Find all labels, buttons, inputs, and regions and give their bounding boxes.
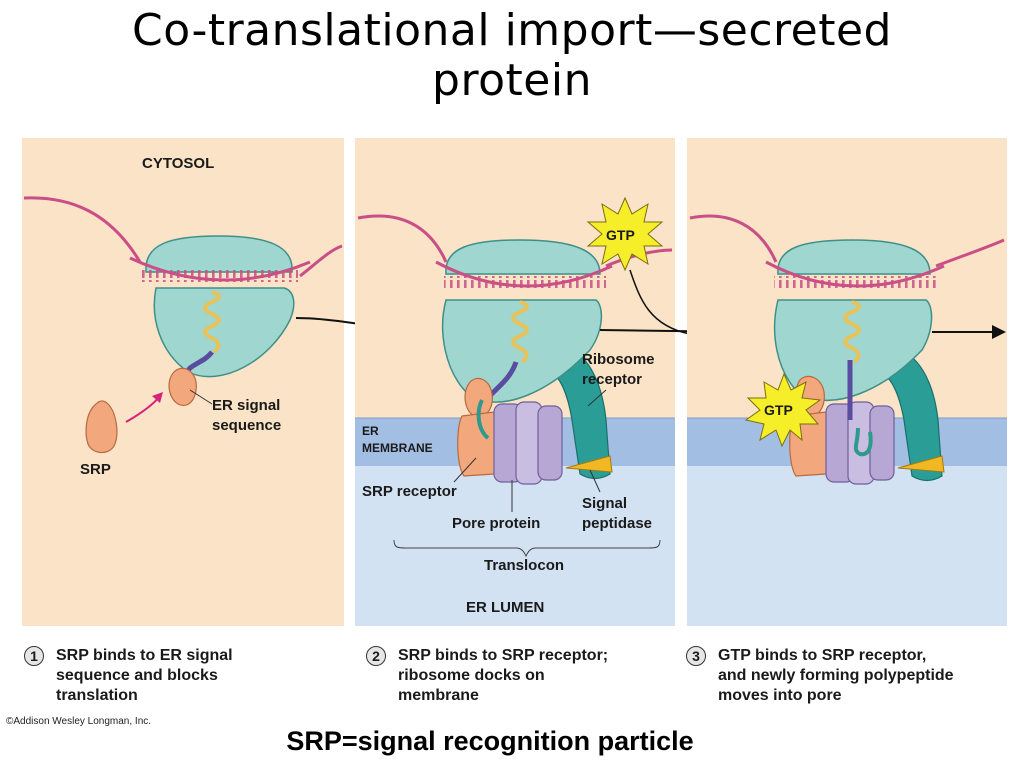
caption-1-line-3: translation	[56, 687, 138, 704]
signal-peptidase-label-2: peptidase	[582, 515, 652, 532]
step-number-3: 3	[686, 646, 706, 666]
caption-1-line-2: sequence and blocks	[56, 667, 218, 684]
er-signal-label-2: sequence	[212, 417, 281, 434]
mrna-codons-1	[138, 270, 298, 282]
signal-peptidase-label-1: Signal	[582, 495, 627, 512]
er-lumen-label: ER LUMEN	[466, 599, 544, 616]
pore-protein-label: Pore protein	[452, 515, 540, 532]
cytosol-label: CYTOSOL	[142, 155, 214, 172]
step-number-1: 1	[24, 646, 44, 666]
signal-peptidase-pointer	[589, 469, 601, 493]
er-membrane-label-2: MEMBRANE	[362, 441, 433, 455]
mrna-strand-2	[357, 214, 448, 263]
caption-3-line-1: GTP binds to SRP receptor,	[718, 647, 927, 664]
panel-3: GTP	[687, 138, 1007, 626]
panel-3-lumen	[687, 466, 1007, 626]
ribosome-receptor-2	[551, 349, 611, 480]
caption-1-line-1: SRP binds to ER signal	[56, 647, 233, 664]
panel-1: CYTOSOL SRP ER signal sequence	[22, 138, 418, 626]
srp-free	[85, 400, 118, 454]
ribosome-receptor-3	[883, 351, 943, 482]
caption-2-line-2: ribosome docks on	[398, 667, 545, 684]
polypeptide-2	[511, 300, 529, 364]
srp-receptor-pointer	[453, 457, 477, 483]
step-arrow-3-head	[992, 325, 1006, 339]
slide-title: Co-translational import—secreted protein	[0, 6, 1024, 106]
er-membrane-label-1: ER	[362, 424, 379, 438]
signal-hook-2	[476, 399, 490, 440]
title-line-2: protein	[432, 55, 592, 106]
srp-label: SRP	[80, 461, 111, 478]
gtp-bound-label-3: GTP	[764, 402, 793, 418]
mrna-strand-1b	[299, 244, 343, 278]
caption-3-line-3: moves into pore	[718, 687, 842, 704]
srp-receptor-label: SRP receptor	[362, 483, 457, 500]
step-number-2: 2	[366, 646, 386, 666]
er-signal-pointer	[189, 389, 213, 405]
ribosome-receptor-label-2: receptor	[582, 371, 642, 388]
er-signal-label-1: ER signal	[212, 397, 280, 414]
caption-3-line-2: and newly forming polypeptide	[718, 667, 954, 684]
binding-arrow-head	[152, 392, 163, 403]
ribosome-1	[145, 235, 295, 378]
ribosome-receptor-pointer	[587, 389, 607, 407]
translocon-bracket	[393, 539, 661, 558]
translocon-label: Translocon	[484, 557, 564, 574]
mrna-codons-3	[774, 276, 936, 288]
copyright-credit: ©Addison Wesley Longman, Inc.	[6, 716, 152, 727]
mrna-strand-3b	[935, 238, 1005, 268]
polypeptide-1	[203, 290, 221, 354]
panel-2-lumen	[355, 466, 675, 626]
signal-peptidase-3	[897, 455, 945, 473]
title-line-1: Co-translational import—secreted	[131, 5, 892, 56]
signal-hook-3	[853, 427, 873, 457]
gtp-starburst-3: GTP	[744, 372, 822, 448]
gtp-label-2: GTP	[606, 227, 635, 243]
polypeptide-3	[843, 300, 861, 364]
mrna-strand-3	[689, 214, 778, 263]
caption-2-line-3: membrane	[398, 687, 479, 704]
ribosome-receptor-label-1: Ribosome	[582, 351, 655, 368]
mrna-codons-2	[444, 276, 606, 288]
pore-protein-3	[825, 401, 895, 485]
caption-2-line-1: SRP binds to SRP receptor;	[398, 647, 609, 664]
srp-definition: SRP=signal recognition particle	[286, 726, 694, 756]
panel-2: GTP Ribosome receptor ER MEMBRANE SRP re…	[355, 138, 756, 626]
mrna-strand-1	[23, 196, 142, 263]
pore-protein-2	[493, 401, 563, 485]
gtp-starburst-2: GTP	[586, 196, 664, 272]
signal-peptidase-2	[565, 455, 613, 473]
srp-2	[464, 377, 493, 418]
srp-bound-1	[168, 367, 197, 406]
